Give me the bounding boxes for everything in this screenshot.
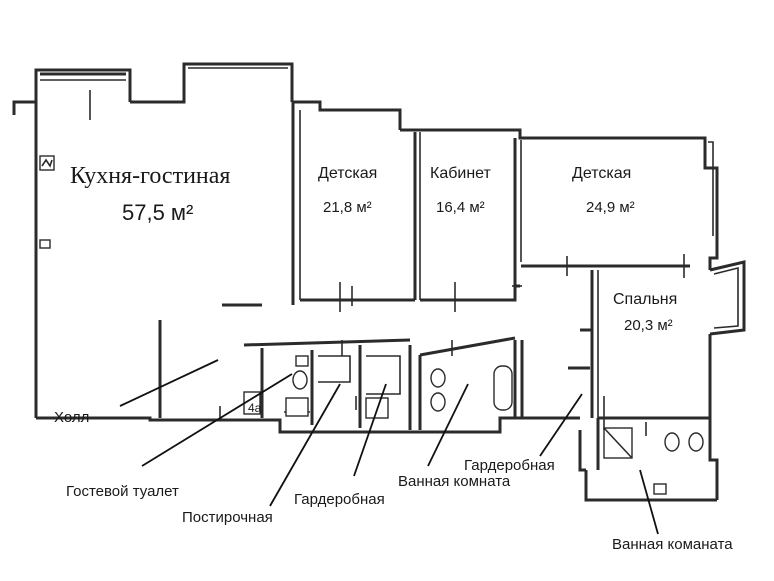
kitchen-living-area: 57,5 м² xyxy=(122,200,193,225)
study-area: 16,4 м² xyxy=(436,199,485,216)
study-name: Кабинет xyxy=(430,165,492,182)
leader-wardrobe-1 xyxy=(353,383,387,477)
callout-laundry: Постирочная xyxy=(182,509,273,526)
callout-wardrobe-1: Гардеробная xyxy=(294,491,385,508)
leader-wardrobe-2 xyxy=(539,393,583,457)
leader-lines xyxy=(119,359,659,535)
callout-bathroom-2: Ванная команата xyxy=(612,536,733,553)
outer-walls xyxy=(12,62,746,502)
callout-guest-toilet: Гостевой туалет xyxy=(66,483,179,500)
kids-room-2-name: Детская xyxy=(572,165,631,182)
interior-walls xyxy=(158,102,710,470)
kids-room-1-name: Детская xyxy=(318,165,377,182)
leader-laundry xyxy=(269,383,341,507)
door-marks xyxy=(89,90,685,436)
bedroom-area: 20,3 м² xyxy=(624,317,673,334)
bedroom-name: Спальня xyxy=(613,291,677,308)
kitchen-living-name: Кухня-гостиная xyxy=(70,163,230,189)
kids-room-1-area: 21,8 м² xyxy=(323,199,372,216)
fixtures xyxy=(39,155,704,495)
callout-bathroom-1: Ванная комната xyxy=(398,473,511,490)
leader-guest-toilet xyxy=(141,373,293,467)
leader-bathroom-1 xyxy=(427,383,469,467)
small-room-tag: 4a xyxy=(248,401,262,415)
callout-wardrobe-2: Гардеробная xyxy=(464,457,555,474)
kids-room-2-area: 24,9 м² xyxy=(586,199,635,216)
callout-hall: Холл xyxy=(54,409,89,426)
leader-hall xyxy=(119,359,219,407)
leader-bathroom-2 xyxy=(639,469,659,535)
